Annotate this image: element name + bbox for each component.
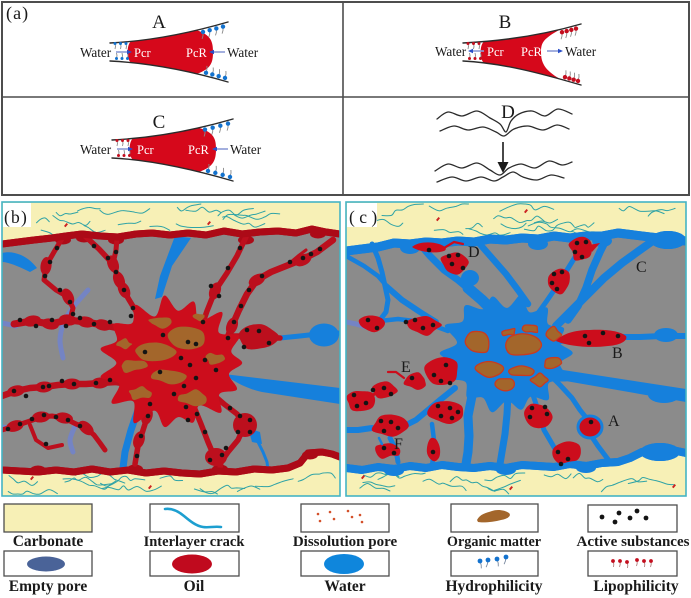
svg-text:(a): (a) [6, 3, 29, 24]
svg-text:E: E [401, 359, 411, 376]
svg-text:Carbonate: Carbonate [13, 533, 84, 550]
svg-text:Water: Water [80, 45, 112, 60]
svg-text:A: A [608, 413, 620, 430]
svg-text:Water: Water [565, 44, 597, 59]
svg-text:D: D [468, 244, 480, 261]
svg-text:Oil: Oil [184, 578, 205, 595]
svg-text:F: F [394, 436, 403, 453]
svg-text:PcR: PcR [186, 46, 208, 60]
svg-text:A: A [152, 12, 166, 33]
svg-text:( c ): ( c ) [349, 207, 377, 227]
svg-text:Pcr: Pcr [137, 143, 155, 157]
svg-text:Water: Water [435, 44, 467, 59]
svg-text:Empty pore: Empty pore [9, 578, 88, 595]
svg-text:Water: Water [230, 142, 262, 157]
svg-text:D: D [501, 102, 515, 123]
svg-text:B: B [612, 345, 623, 362]
svg-text:Active substances: Active substances [577, 534, 690, 550]
svg-text:Water: Water [80, 142, 112, 157]
svg-text:Interlayer crack: Interlayer crack [144, 534, 246, 550]
svg-text:Pcr: Pcr [134, 46, 152, 60]
svg-text:C: C [636, 259, 647, 276]
svg-text:Water: Water [324, 578, 365, 595]
svg-text:Pcr: Pcr [487, 45, 505, 59]
svg-text:Lipophilicity: Lipophilicity [593, 578, 679, 595]
svg-text:Dissolution pore: Dissolution pore [293, 534, 398, 550]
svg-text:B: B [499, 12, 512, 33]
svg-text:Organic matter: Organic matter [447, 534, 541, 550]
svg-text:Hydrophilicity: Hydrophilicity [445, 578, 542, 595]
svg-text:PcR: PcR [521, 45, 543, 59]
svg-text:C: C [153, 112, 166, 133]
svg-text:PcR: PcR [188, 143, 210, 157]
svg-text:Water: Water [227, 45, 259, 60]
svg-text:(b): (b) [4, 207, 28, 227]
